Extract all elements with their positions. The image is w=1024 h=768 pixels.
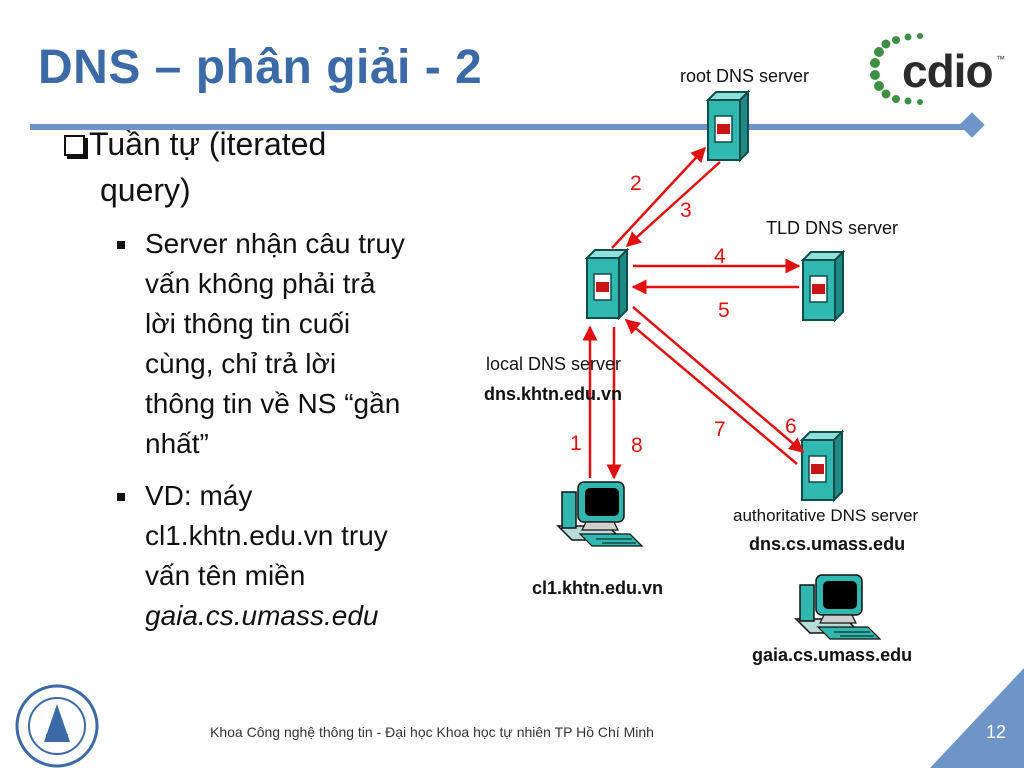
bullet-iterated: Tuần tự (iterated bbox=[64, 124, 444, 164]
local-dns-host: dns.khtn.edu.vn bbox=[484, 384, 623, 404]
sub-bullet-line: VD: máy bbox=[145, 480, 253, 511]
page-corner-shape bbox=[930, 668, 1024, 768]
sub-bullet-line: vấn không phải trả bbox=[145, 268, 376, 299]
sub-bullet-line: vấn tên miền bbox=[145, 560, 306, 591]
step-number: 6 bbox=[785, 415, 797, 438]
local-dns-server-icon bbox=[586, 249, 628, 319]
title-rule bbox=[30, 124, 975, 130]
sub-bullet-line: lời thông tin cuối bbox=[145, 308, 351, 339]
sub-bullet-line-italic: gaia.cs.umass.edu bbox=[145, 600, 379, 631]
arrow-step-3 bbox=[625, 161, 721, 248]
bullet-iterated-text: Tuần tự (iterated bbox=[89, 126, 327, 162]
client-host-label: cl1.khtn.edu.vn bbox=[532, 578, 664, 598]
root-dns-server-icon bbox=[707, 91, 749, 161]
authoritative-dns-label: authoritative DNS server bbox=[733, 506, 919, 525]
sub-bullet-server: Server nhận câu truy vấn không phải trả … bbox=[145, 224, 475, 464]
step-number: 2 bbox=[630, 172, 642, 195]
university-seal-logo bbox=[15, 684, 99, 768]
sub-bullet-line: nhất” bbox=[145, 428, 209, 459]
arrow-step-6 bbox=[632, 306, 805, 453]
logo-trademark: ™ bbox=[996, 54, 1005, 64]
target-host-label: gaia.cs.umass.edu bbox=[752, 645, 913, 665]
sub-bullet-example: VD: máy cl1.khtn.edu.vn truy vấn tên miề… bbox=[145, 476, 475, 636]
cdio-logo bbox=[870, 33, 923, 105]
target-computer-icon bbox=[795, 574, 881, 640]
footer-text: Khoa Công nghệ thông tin - Đại học Khoa … bbox=[210, 724, 654, 740]
sub-bullet-line: Server nhận câu truy bbox=[145, 228, 405, 259]
step-number: 3 bbox=[680, 199, 692, 222]
arrow-step-2 bbox=[611, 146, 707, 249]
slide-title: DNS – phân giải - 2 bbox=[38, 41, 483, 94]
bullet-iterated-text-2: query) bbox=[100, 172, 191, 208]
root-dns-label: root DNS server bbox=[680, 66, 810, 86]
sub-bullet-line: cùng, chỉ trả lời bbox=[145, 348, 337, 379]
step-number: 8 bbox=[631, 434, 643, 457]
page-number: 12 bbox=[986, 722, 1007, 742]
square-bullet-icon bbox=[117, 493, 125, 501]
sub-bullet-line: thông tin về NS “gần bbox=[145, 388, 401, 419]
authoritative-dns-host: dns.cs.umass.edu bbox=[749, 534, 906, 554]
arrow-step-7 bbox=[624, 319, 798, 465]
step-number: 5 bbox=[718, 299, 730, 322]
client-computer-icon bbox=[557, 481, 643, 547]
sub-bullet-line: cl1.khtn.edu.vn truy bbox=[145, 520, 388, 551]
authoritative-dns-server-icon bbox=[801, 431, 843, 501]
step-number: 4 bbox=[714, 245, 726, 268]
square-bullet-icon bbox=[117, 241, 125, 249]
step-number: 7 bbox=[714, 418, 726, 441]
logo-text: cdio bbox=[902, 45, 994, 97]
tld-dns-label: TLD DNS server bbox=[766, 218, 899, 238]
step-number: 1 bbox=[570, 432, 582, 455]
checkbox-bullet-icon bbox=[64, 135, 85, 156]
local-dns-label: local DNS server bbox=[486, 354, 622, 374]
tld-dns-server-icon bbox=[802, 251, 844, 321]
